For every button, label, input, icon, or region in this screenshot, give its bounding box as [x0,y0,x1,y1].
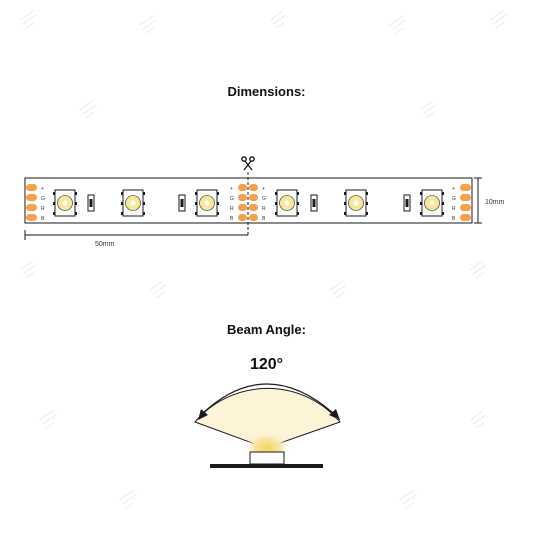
resistor [403,194,411,212]
left-solder-pads [26,184,37,221]
led-chip [275,189,299,217]
pad-label: R [452,206,456,212]
pad-label: G [41,196,45,202]
pad-label: + [230,186,233,192]
right-solder-pads [460,184,471,221]
pad-label: G [262,196,266,202]
pad-label: B [452,216,456,222]
led-chip [53,189,77,217]
resistor [310,194,318,212]
pad-label: + [452,186,455,192]
scissors-icon [241,156,255,171]
led-package [249,451,285,465]
pad-label: B [230,216,234,222]
beam-angle-value: 120° [249,356,284,373]
length-label: 50mm [95,241,115,248]
pad-label: R [230,206,234,212]
pad-label: + [41,186,44,192]
arc-arrow-left [198,409,208,420]
resistor [178,194,186,212]
led-chip [420,189,444,217]
resistor [87,194,95,212]
angle-arc [202,383,334,414]
width-label: 10mm [485,199,505,206]
base-bar [210,464,323,468]
led-chip [344,189,368,217]
pad-label: G [452,196,456,202]
pad-label: + [262,186,265,192]
dimensions-title: Dimensions: [227,84,306,99]
beam-angle-title: Beam Angle: [227,322,306,337]
pad-label: R [262,206,266,212]
led-chip [195,189,219,217]
led-chip [121,189,145,217]
pad-label: R [41,206,45,212]
middle-solder-pads [238,184,258,221]
pad-label: B [262,216,266,222]
pad-label: G [230,196,234,202]
arc-arrow-right [329,409,340,420]
pad-label: B [41,216,45,222]
